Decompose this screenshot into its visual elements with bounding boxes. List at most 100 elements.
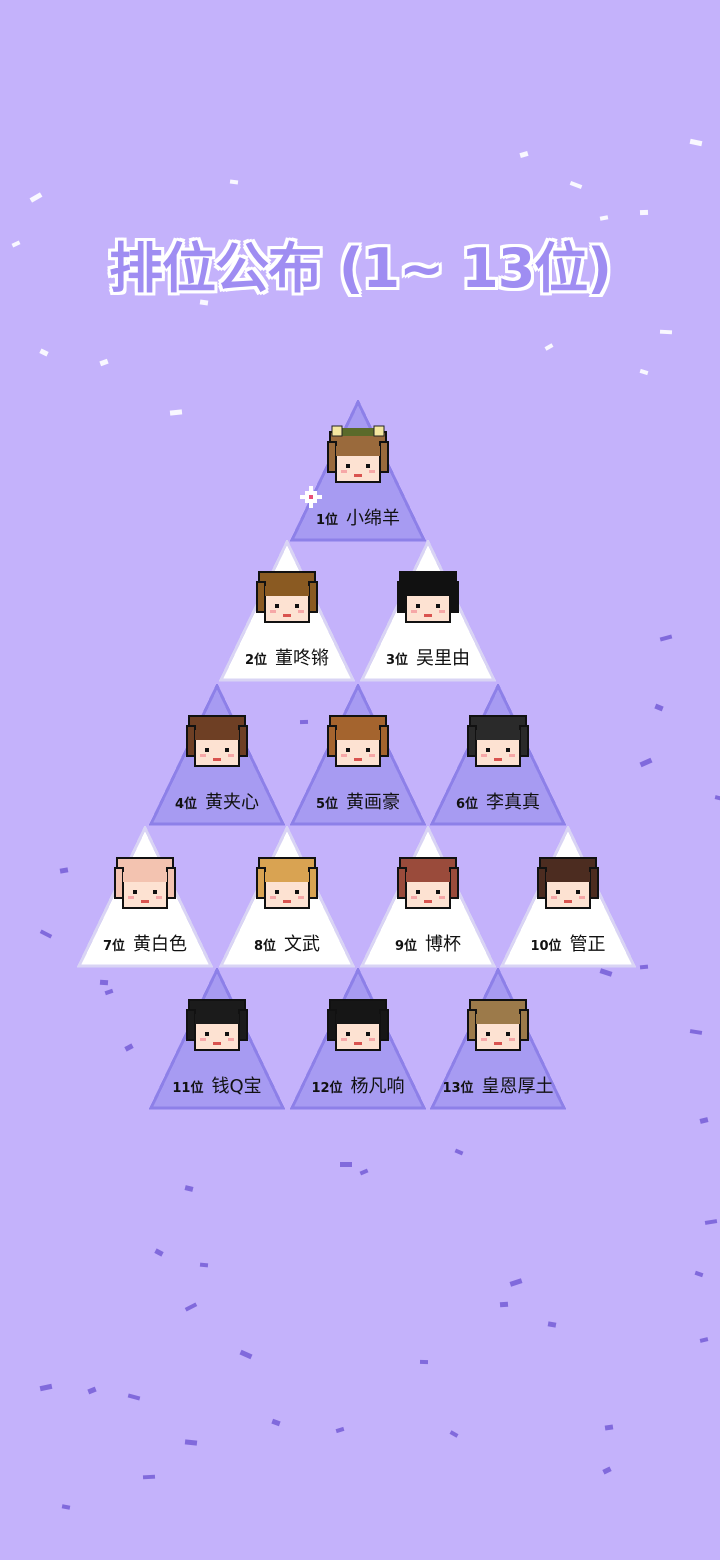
player-name: 吴里由	[416, 648, 471, 669]
confetti-piece	[694, 1270, 704, 1278]
rank-label: 13位皇恩厚土	[430, 1072, 566, 1098]
rank-label: 4位黄夹心	[149, 788, 285, 814]
rank-label: 9位博杯	[360, 930, 496, 956]
rank-number: 13位	[442, 1081, 474, 1096]
idol-avatar-icon	[464, 992, 532, 1058]
idol-avatar-icon	[324, 708, 392, 774]
idol-avatar-icon	[183, 992, 251, 1058]
rank-number: 8位	[253, 939, 277, 954]
confetti-piece	[547, 1321, 557, 1328]
rank-label: 6位李真真	[430, 788, 566, 814]
rank-number: 2位	[244, 653, 268, 668]
confetti-piece	[639, 757, 653, 768]
confetti-piece	[39, 348, 49, 357]
idol-avatar-icon	[111, 850, 179, 916]
idol-avatar-icon	[464, 708, 532, 774]
confetti-piece	[184, 1439, 198, 1446]
confetti-piece	[639, 209, 649, 216]
confetti-piece	[639, 368, 649, 376]
confetti-piece	[39, 929, 53, 939]
confetti-piece	[659, 329, 673, 335]
player-name: 董咚锵	[275, 648, 330, 669]
confetti-piece	[449, 1430, 459, 1438]
rank-number: 7位	[102, 939, 126, 954]
confetti-piece	[509, 1278, 523, 1287]
confetti-piece	[184, 1185, 194, 1192]
confetti-piece	[714, 795, 720, 801]
player-name: 黄白色	[133, 934, 188, 955]
confetti-piece	[599, 215, 609, 221]
confetti-piece	[184, 1302, 198, 1312]
rank-label: 11位钱Q宝	[149, 1072, 285, 1098]
rank-label: 1位小绵羊	[290, 504, 426, 530]
rank-label: 7位黄白色	[77, 930, 213, 956]
rank-number: 11位	[172, 1081, 204, 1096]
confetti-piece	[689, 138, 703, 147]
confetti-piece	[335, 1426, 345, 1434]
confetti-piece	[519, 150, 529, 159]
rank-tile-13[interactable]: 13位皇恩厚土	[430, 968, 566, 1110]
confetti-piece	[454, 1148, 464, 1156]
rank-tile-7[interactable]: 7位黄白色	[77, 826, 213, 968]
rank-tile-4[interactable]: 4位黄夹心	[149, 684, 285, 826]
confetti-piece	[127, 1393, 141, 1401]
rank-label: 3位吴里由	[360, 644, 496, 670]
confetti-piece	[169, 409, 183, 416]
confetti-piece	[704, 1219, 718, 1225]
confetti-piece	[239, 1349, 253, 1360]
rank-number: 6位	[455, 797, 479, 812]
confetti-piece	[199, 1262, 209, 1268]
rank-number: 3位	[385, 653, 409, 668]
player-name: 黄画豪	[346, 792, 401, 813]
confetti-piece	[569, 180, 583, 190]
sheep-idol-avatar-icon	[324, 424, 392, 490]
player-name: 李真真	[486, 792, 541, 813]
rank-tile-3[interactable]: 3位吴里由	[360, 540, 496, 682]
confetti-piece	[229, 179, 239, 185]
confetti-piece	[271, 1418, 281, 1427]
rank-number: 10位	[530, 939, 562, 954]
confetti-piece	[99, 979, 109, 986]
player-name: 钱Q宝	[211, 1076, 262, 1097]
star-sparkle-icon	[300, 486, 322, 508]
rank-tile-10[interactable]: 10位管正	[500, 826, 636, 968]
rank-number: 4位	[174, 797, 198, 812]
rank-label: 8位文武	[219, 930, 355, 956]
rank-number: 5位	[315, 797, 339, 812]
rank-label: 5位黄画豪	[290, 788, 426, 814]
rank-tile-6[interactable]: 6位李真真	[430, 684, 566, 826]
rank-tile-8[interactable]: 8位文武	[219, 826, 355, 968]
idol-avatar-icon	[253, 850, 321, 916]
confetti-piece	[659, 634, 673, 642]
confetti-piece	[654, 703, 664, 712]
confetti-piece	[99, 358, 109, 367]
idol-avatar-icon	[394, 564, 462, 630]
idol-avatar-icon	[394, 850, 462, 916]
confetti-piece	[154, 1248, 164, 1257]
page-title: 排位公布 (1~ 13位)	[109, 237, 612, 300]
confetti-piece	[544, 343, 554, 351]
rank-label: 2位董咚锵	[219, 644, 355, 670]
rank-tile-1[interactable]: 1位小绵羊	[290, 400, 426, 542]
confetti-piece	[39, 1383, 53, 1392]
player-name: 文武	[284, 934, 321, 955]
rank-tile-12[interactable]: 12位杨凡响	[290, 968, 426, 1110]
confetti-piece	[639, 964, 649, 970]
player-name: 博杯	[425, 934, 462, 955]
player-name: 黄夹心	[205, 792, 260, 813]
confetti-piece	[689, 1029, 703, 1035]
confetti-piece	[359, 1168, 369, 1176]
player-name: 杨凡响	[350, 1076, 405, 1097]
confetti-piece	[699, 1337, 709, 1343]
rank-tile-11[interactable]: 11位钱Q宝	[149, 968, 285, 1110]
rank-number: 9位	[394, 939, 418, 954]
rank-tile-9[interactable]: 9位博杯	[360, 826, 496, 968]
rank-tile-5[interactable]: 5位黄画豪	[290, 684, 426, 826]
idol-avatar-icon	[183, 708, 251, 774]
idol-avatar-icon	[253, 564, 321, 630]
rank-tile-2[interactable]: 2位董咚锵	[219, 540, 355, 682]
confetti-piece	[104, 988, 114, 996]
confetti-piece	[142, 1474, 156, 1480]
rank-label: 10位管正	[500, 930, 636, 956]
